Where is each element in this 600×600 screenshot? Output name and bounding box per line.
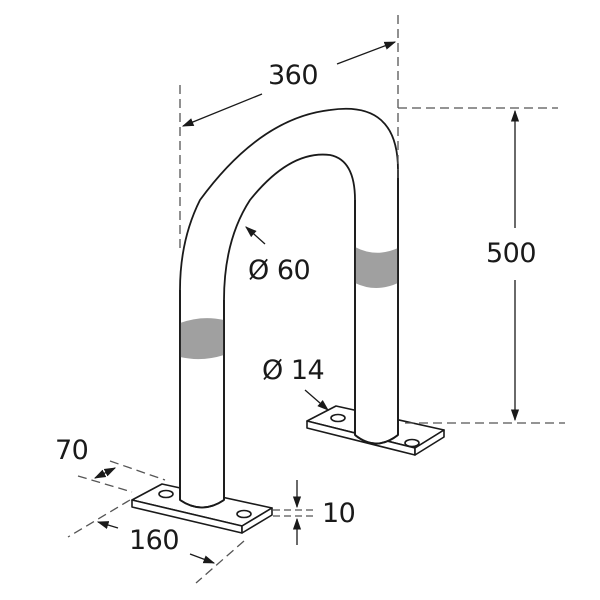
dimension-width xyxy=(179,15,399,250)
hole-diameter-label: Ø 14 xyxy=(262,355,325,386)
dimension-plate-length xyxy=(67,499,245,584)
tube-diameter-leader xyxy=(245,226,266,245)
u-tube xyxy=(179,107,399,509)
reflective-band-right xyxy=(355,247,398,288)
mounting-hole-icon xyxy=(404,438,420,448)
dimension-height xyxy=(398,107,565,424)
plate-thickness-label: 10 xyxy=(322,498,356,529)
dimension-plate-thickness xyxy=(273,480,316,545)
mounting-hole-icon xyxy=(330,413,346,423)
width-dimension-label: 360 xyxy=(268,60,319,91)
height-dimension-label: 500 xyxy=(486,238,537,269)
tube-diameter-label: Ø 60 xyxy=(248,255,311,286)
mounting-hole-icon xyxy=(236,509,252,519)
reflective-band-left xyxy=(180,318,224,360)
plate-depth-label: 70 xyxy=(55,435,89,466)
dimension-plate-depth xyxy=(77,460,166,493)
plate-length-label: 160 xyxy=(129,525,180,556)
mounting-hole-icon xyxy=(158,489,174,499)
hole-diameter-leader xyxy=(304,389,329,411)
